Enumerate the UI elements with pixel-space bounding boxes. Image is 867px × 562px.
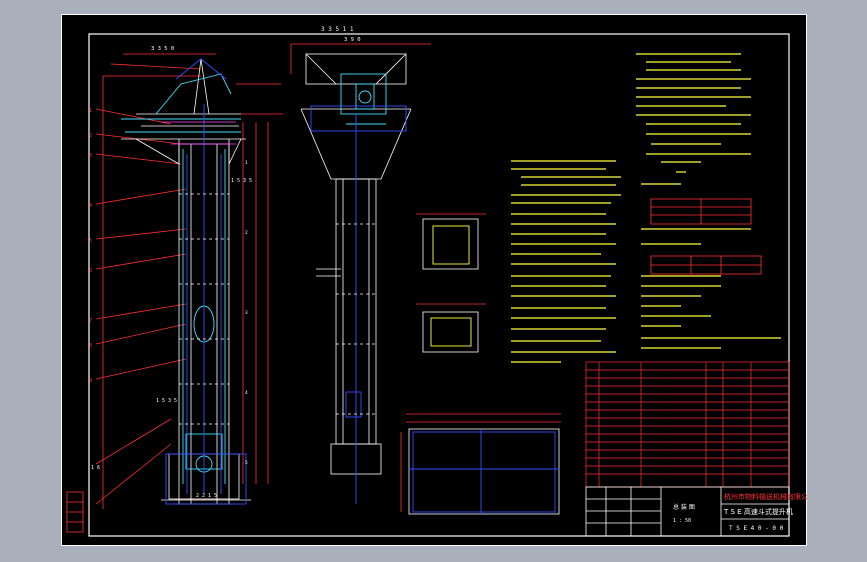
inner-frame: [88, 33, 790, 537]
title-block: [585, 486, 790, 537]
svg-text:1: 1: [245, 160, 248, 166]
svg-text:4: 4: [89, 203, 92, 209]
spec-table-1: [650, 198, 752, 225]
drawing-number: T S E 4 0 - 0 0: [729, 525, 784, 532]
spec-table-2: [650, 255, 762, 275]
svg-text:5: 5: [245, 460, 248, 466]
svg-text:2: 2: [89, 133, 92, 139]
requirements-notes: [636, 53, 781, 349]
left-elevation-view: 3 3 5 0 1 5 3 5 1 6 1 5 3 5 2 2 1 5 1 2 3 …: [89, 46, 283, 509]
product-name: T S E 高速斗式提升机: [723, 507, 793, 516]
vertical-dimension-chain: 1 2 3 4 5: [245, 160, 248, 466]
left-top-dimension: 3 3 5 0: [151, 46, 174, 52]
cad-drawing-sheet: 3 3 5 1 1: [61, 14, 807, 546]
svg-text:7: 7: [89, 318, 92, 324]
approval-stamp: [66, 491, 84, 533]
svg-text:4: 4: [245, 390, 248, 396]
svg-text:5: 5: [89, 238, 92, 244]
svg-text:2: 2: [245, 230, 248, 236]
bottom-dimension: 2 2 1 5: [196, 493, 217, 499]
label-16: 1 6: [91, 465, 100, 471]
drawing-title: 总 装 图: [673, 503, 695, 511]
flange-label: 1 5 3 5: [231, 178, 252, 184]
parts-list: [585, 361, 790, 488]
svg-text:8: 8: [89, 343, 92, 349]
company-name: 杭州市物料输送机械有限公司: [724, 492, 807, 501]
svg-text:1: 1: [89, 108, 92, 114]
top-dimension-label: 3 3 5 1 1: [321, 26, 354, 33]
technical-notes: [511, 160, 621, 363]
svg-text:9: 9: [89, 378, 92, 384]
svg-text:6: 6: [89, 268, 92, 274]
drawing-scale: 1 : 50: [673, 518, 691, 524]
outer-frame: [61, 14, 807, 546]
side-elevation-view: 3 9 0: [290, 37, 431, 504]
lower-flange-label: 1 5 3 5: [156, 398, 177, 404]
svg-text:3: 3: [89, 153, 92, 159]
elevator-assembly-drawing: 3 3 5 1 1: [61, 14, 807, 546]
side-top-dimension: 3 9 0: [344, 37, 361, 43]
section-details: [400, 213, 561, 515]
svg-text:3: 3: [245, 310, 248, 316]
